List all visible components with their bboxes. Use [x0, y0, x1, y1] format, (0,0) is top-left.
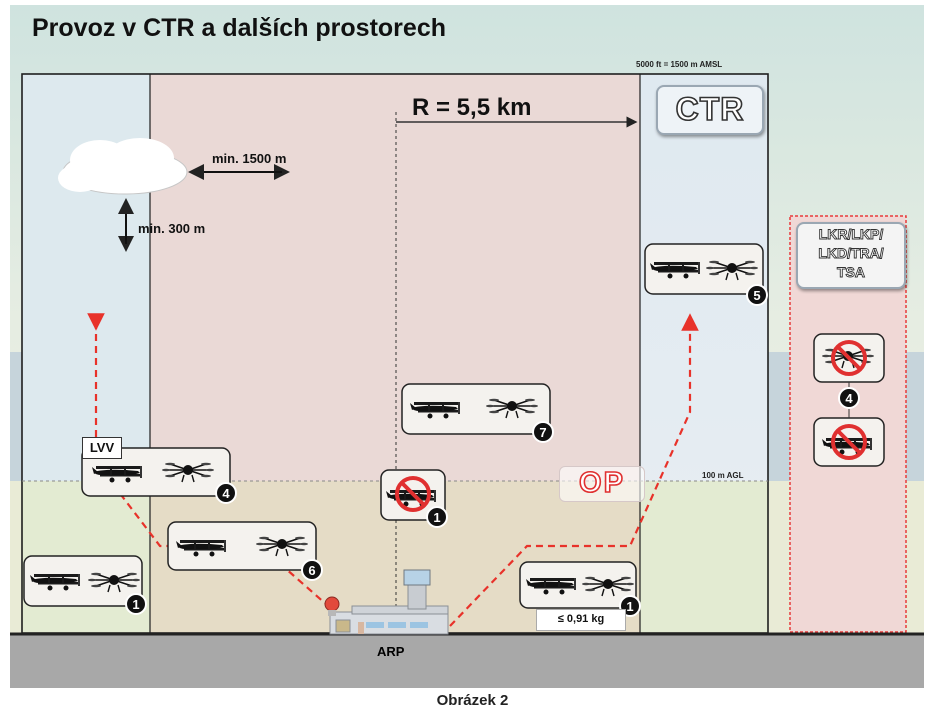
operation-box-1b	[380, 469, 446, 521]
route-right	[449, 313, 699, 627]
operation-box-1c	[519, 561, 637, 609]
altitude-top-label: 5000 ft = 1500 m AMSL	[636, 60, 723, 69]
op-label: OP	[578, 466, 625, 500]
category-badge: 4	[215, 482, 237, 504]
svg-text:4: 4	[222, 486, 230, 501]
ctr-label: CTR	[675, 90, 745, 128]
arp-label: ARP	[377, 644, 405, 659]
figure-caption: Obrázek 2	[436, 692, 509, 709]
restricted-areas-box: LKR/LKP/ LKD/TRA/ TSA	[796, 222, 906, 289]
svg-text:1: 1	[132, 597, 139, 612]
restricted-areas-line: LKR/LKP/	[818, 226, 884, 243]
svg-text:6: 6	[308, 563, 315, 578]
operation-box-4b-bottom	[813, 417, 885, 467]
radius-label: R = 5,5 km	[412, 94, 532, 121]
cloud-vertical-label: min. 300 m	[138, 221, 206, 236]
category-badge: 7	[532, 421, 554, 443]
operation-box-7	[401, 383, 551, 435]
lvv-label-box: LVV	[82, 437, 122, 459]
ground	[10, 633, 924, 688]
operation-box-4a	[81, 447, 231, 497]
operation-box-6	[167, 521, 317, 571]
weight-limit-label: ≤ 0,91 kg	[557, 613, 605, 625]
restricted-areas-line: TSA	[837, 264, 866, 281]
category-badge: 1	[125, 593, 147, 615]
page-title: Provoz v CTR a dalších prostorech	[32, 14, 446, 42]
operation-box-5	[644, 243, 764, 295]
restricted-areas-line: LKD/TRA/	[818, 245, 884, 262]
svg-text:1: 1	[626, 599, 633, 614]
altitude-agl-label: 100 m AGL	[702, 471, 744, 480]
operation-box-1a	[23, 555, 143, 607]
ctr-label-box: CTR	[656, 85, 764, 135]
category-badge: 1	[426, 506, 448, 528]
airport-building-icon	[324, 569, 449, 635]
svg-text:5: 5	[753, 288, 760, 303]
svg-text:7: 7	[539, 425, 546, 440]
weight-limit-box: ≤ 0,91 kg	[536, 609, 626, 631]
cloud-horizontal-label: min. 1500 m	[212, 151, 287, 166]
svg-text:1: 1	[433, 510, 440, 525]
svg-text:4: 4	[845, 391, 853, 406]
category-badge: 5	[746, 284, 768, 306]
lvv-label: LVV	[89, 440, 115, 455]
operation-box-4b-top	[813, 333, 885, 383]
category-badge: 6	[301, 559, 323, 581]
cloud-icon	[58, 138, 188, 195]
category-badge: 4	[838, 387, 860, 409]
op-label-box: OP	[559, 466, 645, 502]
